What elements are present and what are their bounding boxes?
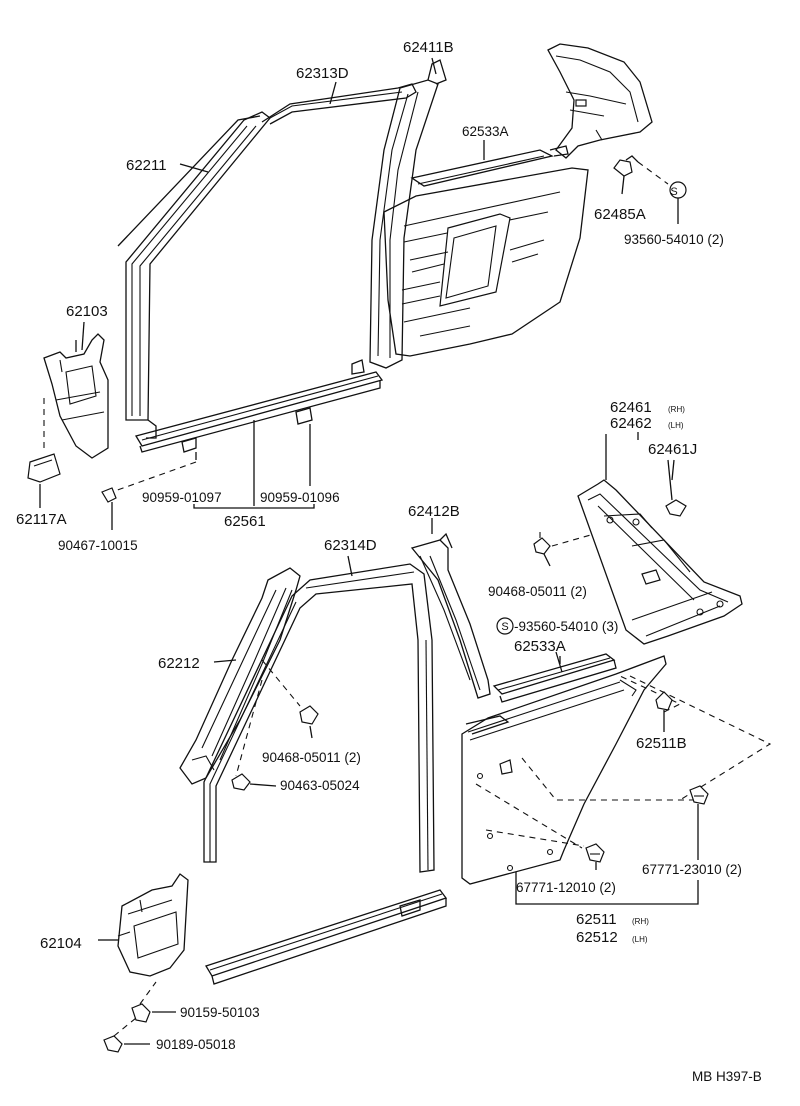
scuff-plate-front — [111, 371, 384, 509]
label-62462-lh: (LH) — [668, 421, 684, 430]
cowl-side-trim-rear — [112, 873, 189, 977]
label-62512: 62512 — [576, 929, 618, 946]
label-62461-rh: (RH) — [668, 405, 685, 414]
clip-90467 — [101, 487, 117, 530]
label-93560-top: 93560-54010 (2) — [624, 232, 724, 247]
label-62412b: 62412B — [408, 503, 460, 520]
rear-door-weatherstrip-lower — [203, 563, 435, 873]
label-67771-23010: 67771-23010 (2) — [642, 862, 742, 877]
clip-90468-upper-right — [533, 532, 595, 567]
leader-lines — [39, 57, 675, 941]
screw-90159 — [131, 981, 176, 1023]
scuff-plate-rear — [205, 889, 448, 985]
label-62411b: 62411B — [403, 39, 454, 56]
circle-s-symbol-bottom-ring — [496, 617, 514, 635]
label-62485a: 62485A — [594, 206, 646, 223]
label-90189: 90189-05018 — [156, 1037, 236, 1052]
center-pillar-upper — [351, 59, 447, 375]
diagram-id: MB H397-B — [692, 1069, 762, 1084]
label-62533a-bottom: 62533A — [514, 638, 566, 655]
clip-90468-lower-left — [299, 705, 319, 739]
label-90468-right: 90468-05011 (2) — [488, 584, 587, 599]
label-62511: 62511 — [576, 911, 617, 928]
front-door-weatherstrip-upper — [117, 83, 417, 439]
cover-62117a — [27, 398, 61, 483]
label-62117a: 62117A — [16, 511, 67, 528]
label-62461: 62461 — [610, 399, 652, 416]
label-62211: 62211 — [126, 157, 167, 174]
fastener-67771-12010 — [585, 843, 605, 870]
label-62212: 62212 — [158, 655, 200, 672]
rear-door-trim-panel-upper — [383, 145, 589, 357]
label-90959-01096: 90959-01096 — [260, 490, 340, 505]
clip-62485a — [613, 155, 687, 224]
label-62512-lh: (LH) — [632, 935, 648, 944]
label-62511-rh: (RH) — [632, 917, 649, 926]
label-93560-bottom: -93560-54010 (3) — [514, 619, 618, 634]
label-62561: 62561 — [224, 513, 266, 530]
clip-62511b — [655, 691, 673, 732]
label-62533a-top: 62533A — [462, 124, 509, 139]
rear-quarter-trim-upper — [547, 43, 653, 159]
label-62511b: 62511B — [636, 735, 687, 752]
screw-90189 — [103, 1017, 150, 1053]
clip-90463 — [231, 773, 277, 791]
label-62103: 62103 — [66, 303, 108, 320]
door-belt-moulding-rear — [492, 653, 617, 703]
label-62313d: 62313D — [296, 65, 349, 82]
center-pillar-lower — [410, 532, 491, 699]
rear-quarter-trim-lower — [577, 434, 743, 645]
label-90463: 90463-05024 — [280, 778, 360, 793]
circle-s-symbol-bottom: S — [501, 621, 508, 633]
label-90467: 90467-10015 — [58, 538, 138, 553]
part-number-labels: 62411B 62313D 62533A 62211 62485A S 9356… — [16, 39, 762, 1084]
label-67771-12010: 67771-12010 (2) — [516, 880, 616, 895]
circle-s-symbol-top: S — [670, 186, 677, 198]
label-62461j: 62461J — [648, 441, 697, 458]
label-62314d: 62314D — [324, 537, 377, 554]
fastener-67771-23010 — [689, 785, 709, 860]
label-62462: 62462 — [610, 415, 652, 432]
bracket-62511 — [515, 872, 699, 905]
label-62104: 62104 — [40, 935, 82, 952]
label-90159: 90159-50103 — [180, 1005, 260, 1020]
rear-door-trim-panel-lower — [461, 655, 772, 885]
label-90959-01097: 90959-01097 — [142, 490, 222, 505]
label-90468-left: 90468-05011 (2) — [262, 750, 361, 765]
cowl-side-trim-front — [43, 333, 109, 459]
